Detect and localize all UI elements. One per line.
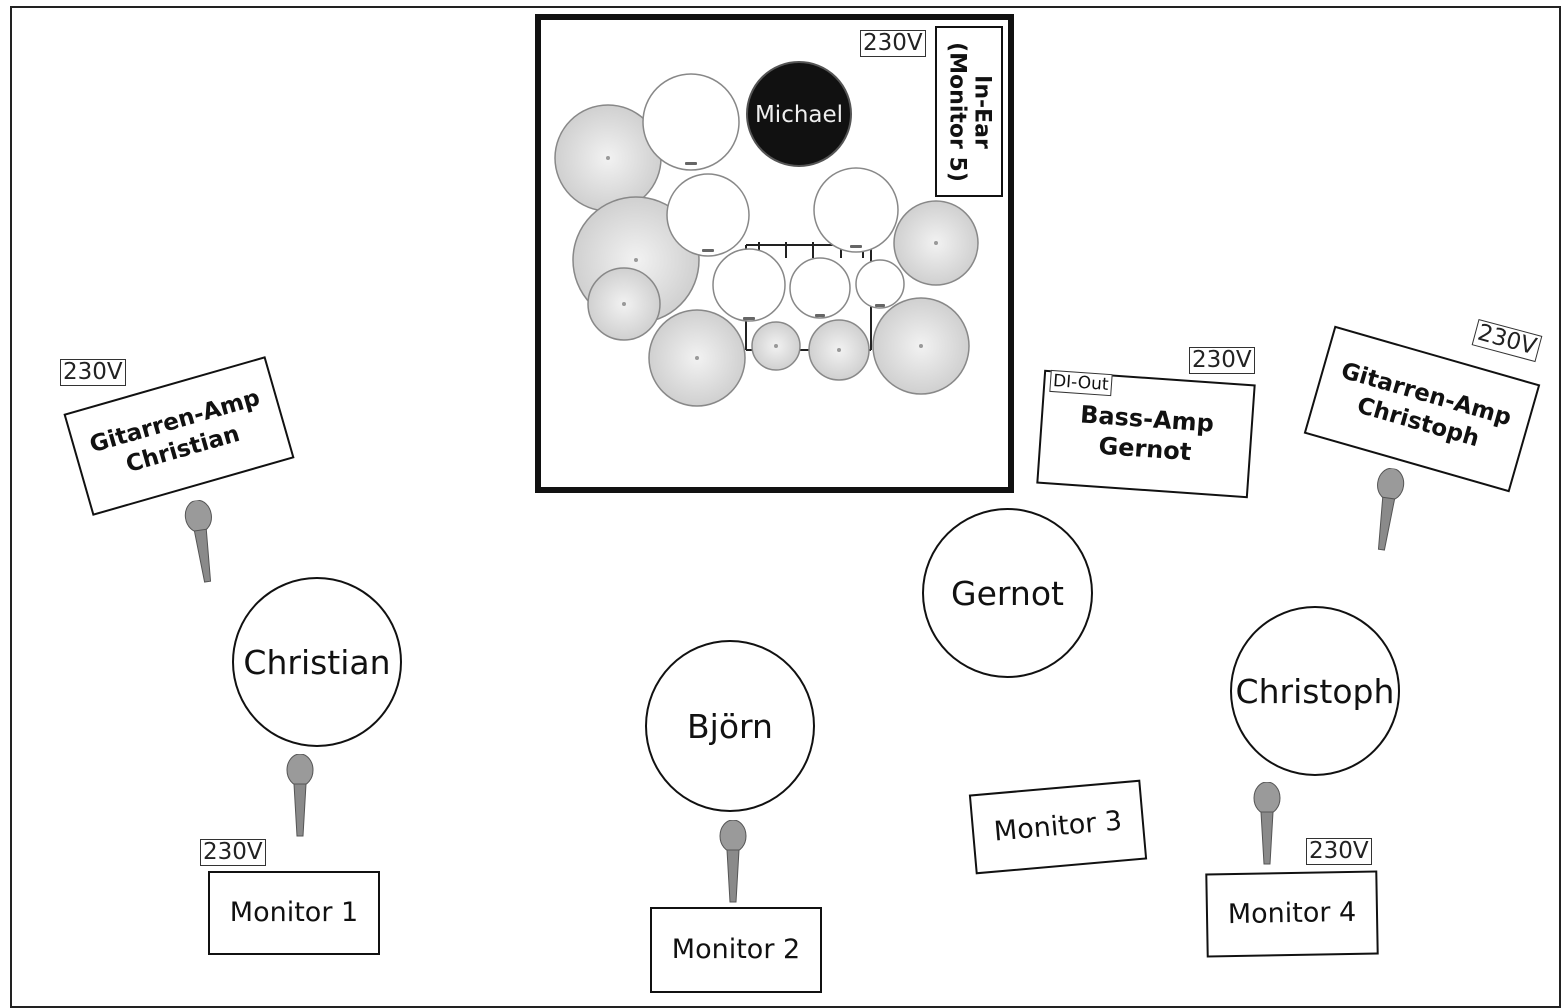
voltage-label: 230V [1189, 347, 1255, 374]
drum-icon [712, 248, 786, 322]
monitor-3: Monitor 3 [968, 779, 1148, 875]
musician-gernot-name: Gernot [951, 573, 1064, 613]
microphone-icon [286, 754, 314, 837]
voltage-label: 230V [200, 839, 266, 866]
di-out-label: DI-Out [1049, 369, 1113, 397]
voltage-label: 230V [60, 359, 126, 386]
in-ear-label: In-Ear (Monitor 5) [944, 41, 995, 182]
musician-christian-name: Christian [243, 642, 391, 682]
monitor-1-label: Monitor 1 [229, 897, 359, 929]
musician-christoph-name: Christoph [1235, 671, 1395, 711]
monitor-2: Monitor 2 [650, 907, 822, 993]
drummer-seat [746, 61, 852, 167]
microphone-icon [1377, 467, 1405, 551]
drummer-name: Michael [755, 102, 843, 128]
drum-icon [642, 73, 740, 171]
musician-bjorn: Björn [645, 640, 815, 812]
musician-bjorn-name: Björn [687, 706, 773, 746]
voltage-label: 230V [860, 30, 926, 57]
drum-icon [855, 259, 905, 309]
musician-gernot: Gernot [922, 508, 1093, 678]
guitar-amp-christoph-label: Gitarren-Amp Christoph [1338, 358, 1515, 453]
drum-icon [666, 173, 750, 257]
drum-riser: Michael [535, 14, 1014, 493]
drum-kit-drawing: Michael [554, 61, 979, 407]
drum-icon [813, 167, 899, 253]
in-ear-monitor-5: In-Ear (Monitor 5) [935, 26, 1003, 197]
monitor-3-label: Monitor 3 [992, 805, 1124, 848]
microphone-icon [719, 820, 747, 903]
microphone-icon [1253, 782, 1281, 865]
monitor-1: Monitor 1 [208, 871, 380, 955]
guitar-amp-christian-label: Gitarren-Amp Christian [86, 385, 263, 479]
voltage-label: 230V [1306, 838, 1372, 865]
monitor-4-label: Monitor 4 [1227, 897, 1357, 931]
monitor-4: Monitor 4 [1205, 870, 1379, 958]
drum-icon [789, 257, 851, 319]
monitor-2-label: Monitor 2 [671, 934, 801, 966]
microphone-icon [184, 499, 212, 583]
musician-christoph: Christoph [1230, 606, 1400, 776]
bass-amp-gernot-label: Bass-Amp Gernot [1079, 400, 1215, 467]
musician-christian: Christian [232, 577, 402, 747]
